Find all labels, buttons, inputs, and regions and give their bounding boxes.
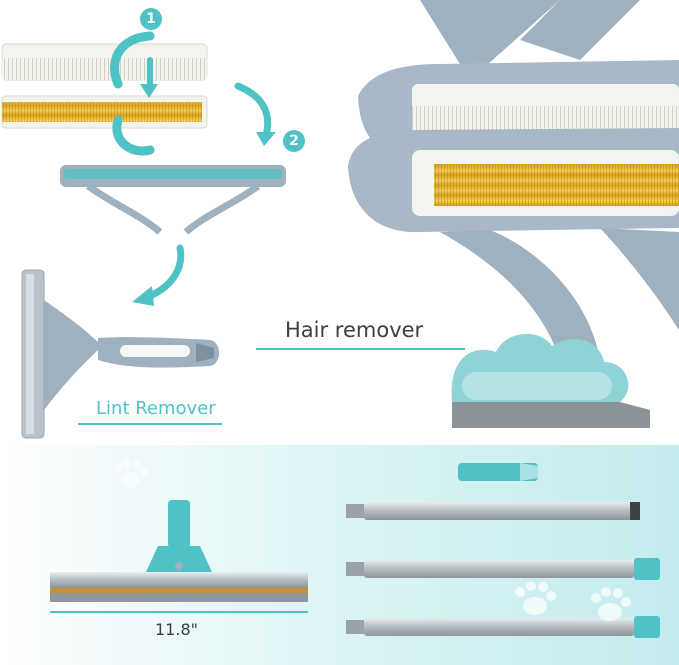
hair-remover-label: Hair remover bbox=[285, 318, 424, 342]
curved-arrow-icon bbox=[234, 82, 272, 140]
rotate-arrow-icon bbox=[110, 31, 155, 156]
closeup-view bbox=[348, 0, 679, 360]
paw-print-icon-3 bbox=[114, 459, 148, 488]
width-dimension-label: 11.8" bbox=[155, 620, 198, 639]
curved-arrow-down-icon bbox=[146, 244, 185, 300]
pole-segment-2 bbox=[346, 558, 660, 580]
pole-cap-icon bbox=[458, 463, 538, 481]
paw-print-icon-2 bbox=[591, 587, 631, 621]
hair-remover-tool bbox=[451, 333, 650, 428]
curved-arrow-down-head-icon bbox=[132, 286, 154, 306]
rotate-arrow-head-icon bbox=[140, 84, 158, 98]
curved-arrow-head-icon bbox=[256, 132, 276, 146]
pole-segment-3 bbox=[346, 616, 660, 638]
white-head-strip bbox=[1, 43, 208, 81]
lint-remover-label: Lint Remover bbox=[96, 398, 216, 419]
pole-segment-1 bbox=[346, 502, 640, 520]
squeegee-tool bbox=[50, 500, 308, 602]
gold-head-strip bbox=[1, 95, 208, 129]
head-assembly bbox=[60, 165, 286, 235]
lint-remover-tool bbox=[21, 269, 219, 439]
paw-print-icon bbox=[515, 581, 556, 615]
step-2-badge: 2 bbox=[283, 130, 305, 152]
step-1-badge: 1 bbox=[140, 8, 162, 30]
